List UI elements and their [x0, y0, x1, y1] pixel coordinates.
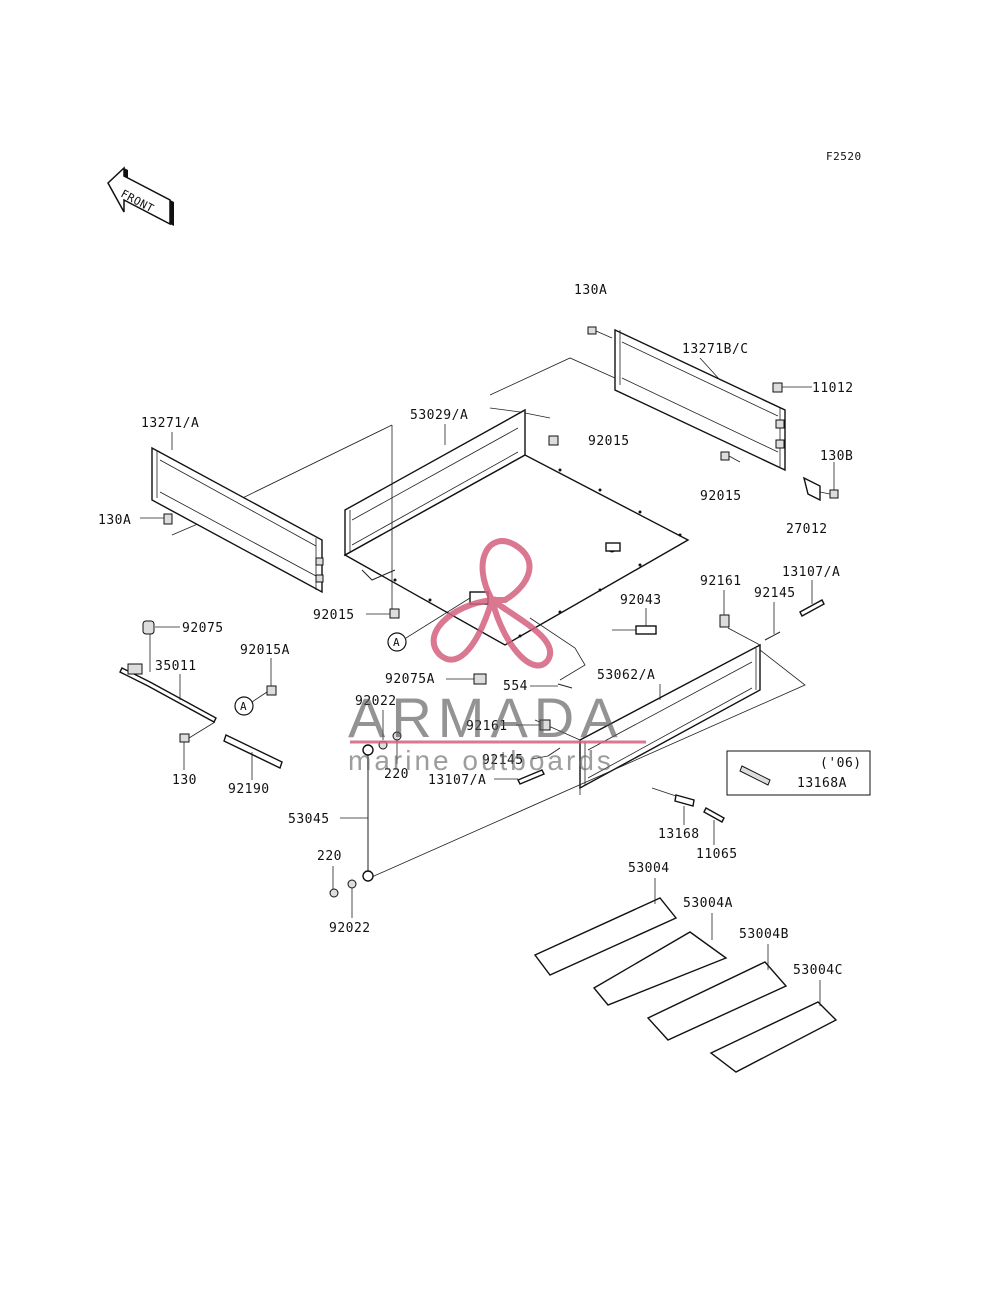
- label-92022-a: 92022: [355, 694, 397, 709]
- inset-part: 13168A: [797, 776, 847, 791]
- label-220-b: 220: [317, 849, 342, 864]
- nut-92015-top: [548, 435, 559, 446]
- marker-a-upper-label: A: [393, 636, 400, 649]
- label-92022-b: 92022: [329, 921, 371, 936]
- label-92043: 92043: [620, 593, 662, 608]
- nut-92015-right: [720, 451, 741, 463]
- bracket-92161-upper: [719, 614, 761, 646]
- label-13271a: 13271/A: [141, 416, 199, 431]
- bolt-130: [179, 733, 190, 743]
- inset-13168a: ('06) 13168A: [726, 750, 871, 796]
- label-130a-top: 130A: [574, 283, 607, 298]
- pin-13107a-lower: [517, 769, 545, 785]
- figure-code: F2520: [826, 150, 862, 163]
- pin-554: [557, 683, 573, 689]
- label-220-a: 220: [384, 767, 409, 782]
- watermark: ARMADA marine outboards: [348, 538, 646, 776]
- part-11065: [703, 807, 725, 823]
- label-13271bc: 13271B/C: [682, 342, 749, 357]
- label-53004a: 53004A: [683, 896, 733, 911]
- label-92075: 92075: [182, 621, 224, 636]
- bracket-27012: [802, 462, 839, 502]
- clip-92075a: [473, 673, 487, 685]
- front-arrow-icon: FRONT: [107, 166, 174, 226]
- label-27012: 27012: [786, 522, 828, 537]
- label-130a-left: 130A: [98, 513, 131, 528]
- label-92015-a: 92015: [588, 434, 630, 449]
- spring-92145-upper: [764, 631, 781, 641]
- label-92161-a: 92161: [700, 574, 742, 589]
- spring-92145-lower: [547, 747, 561, 757]
- pin-13168: [651, 787, 695, 807]
- pin-13107a-upper: [799, 599, 825, 617]
- label-92145-b: 92145: [482, 753, 524, 768]
- mat-53004: [533, 897, 678, 976]
- label-53045: 53045: [288, 812, 330, 827]
- nut-92015a: [266, 685, 277, 696]
- watermark-brand: ARMADA: [348, 686, 624, 749]
- ref-marker-a-lower: A: [234, 691, 268, 716]
- nut-92015-lower: [389, 608, 400, 619]
- pin-92043: [612, 625, 657, 635]
- side-panel-left: [151, 446, 324, 594]
- label-92015a: 92015A: [240, 643, 290, 658]
- marker-a-lower-label: A: [240, 700, 247, 713]
- mat-53004b: [646, 961, 788, 1041]
- bolt-130a-left: [140, 513, 173, 525]
- label-11065: 11065: [696, 847, 738, 862]
- side-panel-right: [614, 328, 786, 472]
- tailgate: [364, 643, 806, 881]
- tube-92190: [223, 734, 283, 769]
- label-92161-b: 92161: [466, 719, 508, 734]
- propeller-logo-icon: [430, 538, 554, 669]
- label-92190: 92190: [228, 782, 270, 797]
- label-130: 130: [172, 773, 197, 788]
- label-92145-a: 92145: [754, 586, 796, 601]
- label-53004c: 53004C: [793, 963, 843, 978]
- label-13168: 13168: [658, 827, 700, 842]
- label-53062a: 53062/A: [597, 668, 655, 683]
- label-11012: 11012: [812, 381, 854, 396]
- inset-year: ('06): [820, 756, 862, 771]
- rod-53045: [329, 731, 402, 898]
- bolt-130a-top: [587, 326, 613, 339]
- cargo-bed: [343, 408, 690, 646]
- label-53029a: 53029/A: [410, 408, 468, 423]
- mat-53004c: [709, 1001, 838, 1073]
- cap-11012: [772, 382, 783, 393]
- watermark-tagline: marine outboards: [348, 745, 614, 776]
- mat-53004a: [592, 931, 728, 1006]
- label-130b: 130B: [820, 449, 853, 464]
- label-92015-c: 92015: [313, 608, 355, 623]
- label-92075a: 92075A: [385, 672, 435, 687]
- label-53004: 53004: [628, 861, 670, 876]
- ref-marker-a-upper: A: [387, 597, 471, 652]
- label-35011: 35011: [155, 659, 197, 674]
- label-92015-b: 92015: [700, 489, 742, 504]
- label-53004b: 53004B: [739, 927, 789, 942]
- label-13107a-a: 13107/A: [782, 565, 840, 580]
- label-554: 554: [503, 679, 528, 694]
- label-13107a-b: 13107/A: [428, 773, 486, 788]
- latch-35011: [119, 620, 217, 723]
